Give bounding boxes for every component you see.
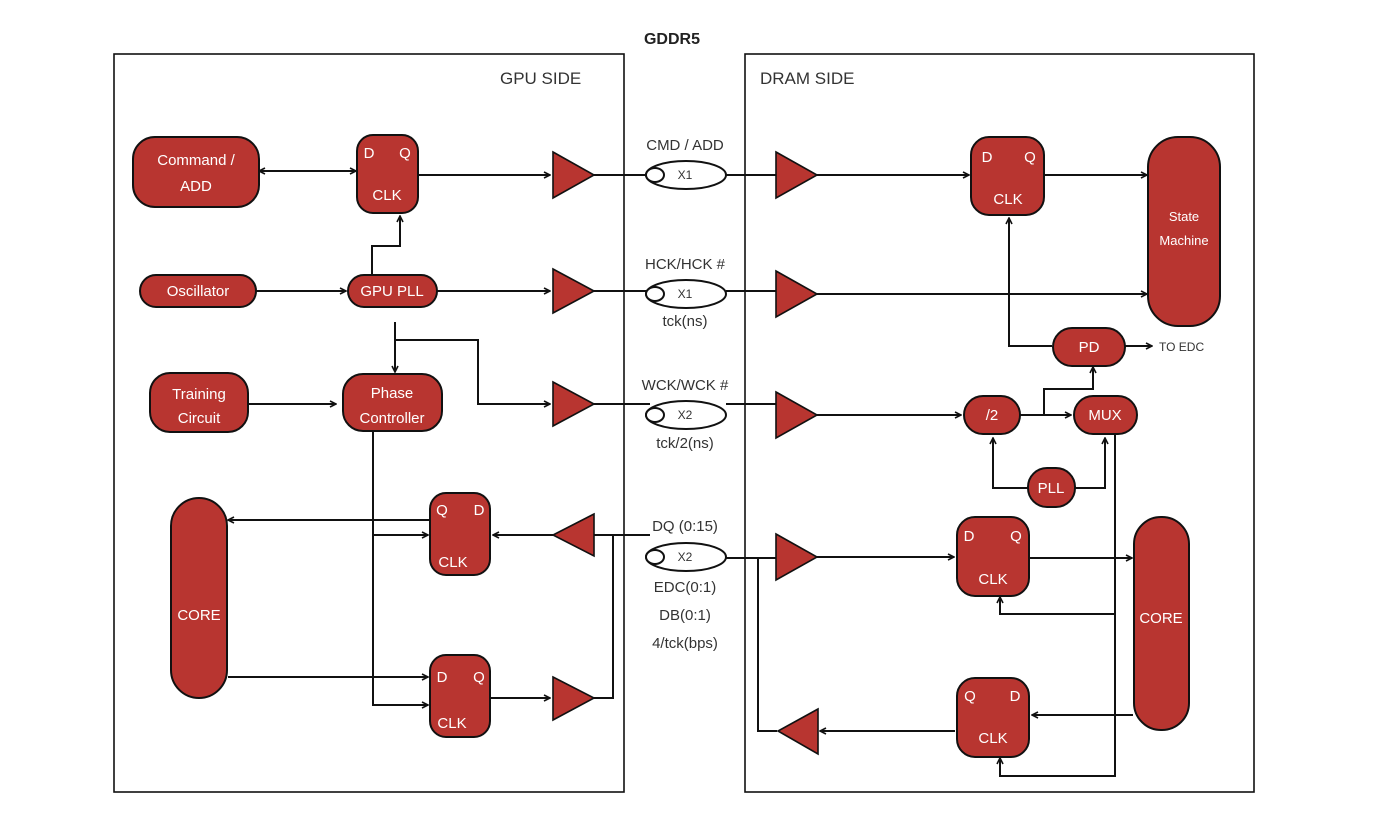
gpu-dq-rx-buffer — [551, 512, 595, 558]
svg-text:Q: Q — [473, 669, 485, 686]
svg-text:ADD: ADD — [180, 178, 212, 195]
dram-wires — [726, 175, 1152, 777]
channel-dq: DQ (0:15) X2 EDC(0:1) DB(0:1) 4/tck(bps) — [645, 518, 727, 652]
channel-note: tck/2(ns) — [656, 435, 714, 452]
svg-text:CLK: CLK — [372, 187, 401, 204]
gpu-cmd-flipflop: D Q CLK — [356, 134, 419, 214]
svg-text:PLL: PLL — [1038, 480, 1065, 497]
dram-cmd-buffer — [775, 150, 819, 200]
dram-cmd-flipflop: D Q CLK — [970, 136, 1045, 216]
channel-name: HCK/HCK # — [645, 256, 726, 273]
svg-text:D: D — [474, 502, 485, 519]
dram-pll-block: PLL — [1027, 467, 1076, 508]
phase-controller-block: Phase Controller — [342, 373, 443, 432]
pd-block: PD — [1052, 327, 1126, 367]
channel-mult: X1 — [678, 168, 693, 182]
svg-text:/2: /2 — [986, 407, 999, 424]
svg-text:Controller: Controller — [359, 410, 424, 427]
svg-text:Q: Q — [436, 502, 448, 519]
state-machine-block: State Machine — [1147, 136, 1221, 327]
svg-text:MUX: MUX — [1088, 407, 1121, 424]
svg-text:CLK: CLK — [993, 191, 1022, 208]
channel-note: EDC(0:1) — [654, 579, 717, 596]
channel-mult: X1 — [678, 287, 693, 301]
channel-mult: X2 — [678, 550, 693, 564]
channel-name: CMD / ADD — [646, 137, 724, 154]
training-circuit-block: Training Circuit — [149, 372, 249, 433]
dram-wck-buffer — [775, 390, 819, 440]
svg-text:Phase: Phase — [371, 385, 414, 402]
svg-text:Machine: Machine — [1159, 233, 1208, 248]
dram-tx-flipflop: Q D CLK — [956, 677, 1030, 758]
dram-hck-buffer — [775, 269, 819, 319]
mux-block: MUX — [1073, 395, 1138, 435]
to-edc-label: TO EDC — [1159, 340, 1204, 354]
svg-text:CLK: CLK — [438, 554, 467, 571]
gpu-hck-buffer — [552, 267, 596, 315]
svg-text:D: D — [982, 149, 993, 166]
gpu-dq-tx-buffer — [552, 675, 596, 722]
channel-note: DB(0:1) — [659, 607, 711, 624]
gpu-cmd-buffer — [552, 150, 596, 200]
channel-name: WCK/WCK # — [642, 377, 729, 394]
channel-cmd-add: CMD / ADD X1 — [645, 137, 727, 190]
svg-text:CLK: CLK — [978, 730, 1007, 747]
channel-wck: WCK/WCK # X2 tck/2(ns) — [642, 377, 729, 452]
gpu-wck-buffer — [552, 380, 596, 428]
gpu-wires — [228, 171, 650, 705]
div2-block: /2 — [963, 395, 1021, 435]
svg-text:Oscillator: Oscillator — [167, 283, 230, 300]
command-add-block: Command / ADD — [132, 136, 260, 208]
svg-text:Command /: Command / — [157, 152, 235, 169]
gpu-core-block: CORE — [170, 497, 228, 699]
dram-dq-rx-buffer — [775, 532, 819, 582]
svg-text:D: D — [1010, 688, 1021, 705]
svg-text:Q: Q — [1024, 149, 1036, 166]
svg-text:CLK: CLK — [437, 715, 466, 732]
svg-text:GPU PLL: GPU PLL — [360, 283, 423, 300]
dram-rx-flipflop: D Q CLK — [956, 516, 1030, 597]
channel-note: 4/tck(bps) — [652, 635, 718, 652]
gpu-pll-block: GPU PLL — [347, 274, 438, 308]
svg-text:Q: Q — [964, 688, 976, 705]
svg-text:State: State — [1169, 209, 1199, 224]
channel-name: DQ (0:15) — [652, 518, 718, 535]
dram-core-block: CORE — [1133, 516, 1190, 731]
gpu-rx-flipflop: Q D CLK — [429, 492, 491, 576]
gpu-side-label: GPU SIDE — [500, 69, 581, 88]
svg-text:Circuit: Circuit — [178, 410, 221, 427]
svg-text:Q: Q — [399, 145, 411, 162]
svg-text:D: D — [964, 528, 975, 545]
svg-text:Q: Q — [1010, 528, 1022, 545]
dram-side-frame — [744, 53, 1255, 793]
dram-dq-tx-buffer — [776, 707, 819, 756]
gpu-side-frame — [113, 53, 625, 793]
svg-text:CLK: CLK — [978, 571, 1007, 588]
channel-hck: HCK/HCK # X1 tck(ns) — [645, 256, 727, 330]
gpu-tx-flipflop: D Q CLK — [429, 654, 491, 738]
dram-side-label: DRAM SIDE — [760, 69, 854, 88]
oscillator-block: Oscillator — [139, 274, 257, 308]
svg-text:PD: PD — [1079, 339, 1100, 356]
svg-text:D: D — [364, 145, 375, 162]
channel-note: tck(ns) — [663, 313, 708, 330]
channel-mult: X2 — [678, 408, 693, 422]
diagram-title: GDDR5 — [644, 31, 700, 48]
svg-text:Training: Training — [172, 386, 226, 403]
svg-text:D: D — [437, 669, 448, 686]
svg-text:CORE: CORE — [1139, 610, 1182, 627]
svg-text:CORE: CORE — [177, 607, 220, 624]
